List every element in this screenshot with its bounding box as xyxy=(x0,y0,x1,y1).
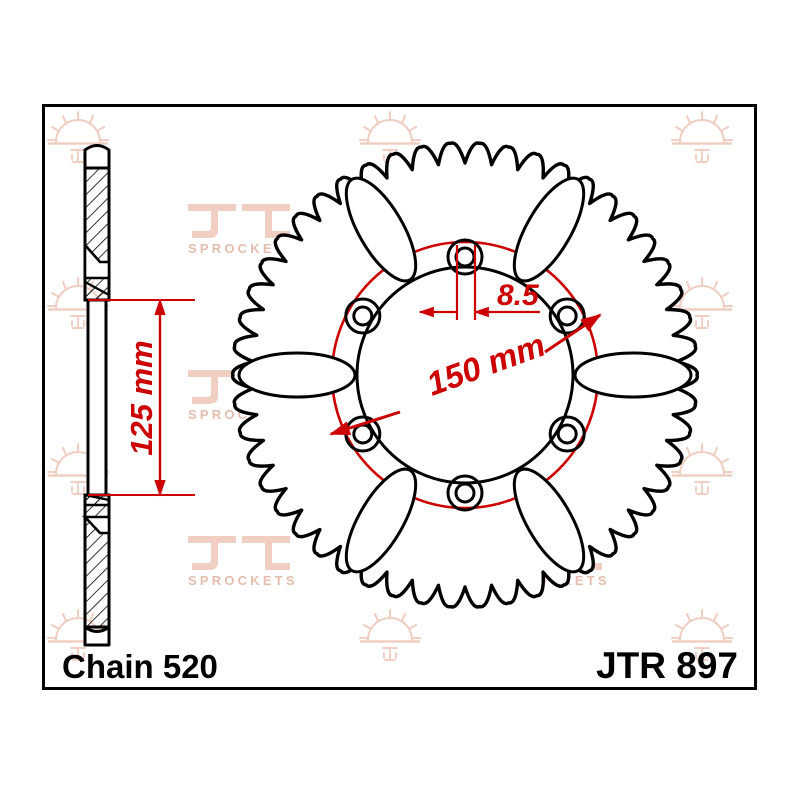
lightening-slot xyxy=(512,176,586,283)
chain-label: Chain 520 xyxy=(62,648,218,685)
lightening-slot xyxy=(344,176,418,283)
bolt-hole-inner xyxy=(352,305,374,327)
dimension-thickness: 125 mm xyxy=(88,298,195,497)
sprocket-plan-view xyxy=(231,141,699,609)
section-bottom-tip xyxy=(83,625,111,647)
section-top-relief xyxy=(83,241,111,280)
bolt-hole-inner xyxy=(454,482,476,504)
section-bottom-hatch xyxy=(83,493,111,629)
bolt-hole-outer xyxy=(344,297,382,335)
section-top-tip xyxy=(83,144,111,170)
bolt-hole-outer xyxy=(446,474,484,512)
dimension-bolt-hole: 8.5 xyxy=(418,245,540,320)
sprocket-teeth-outline xyxy=(231,141,699,609)
bolt-hole-outer xyxy=(548,415,586,453)
dimension-bolt-hole-label: 8.5 xyxy=(497,279,540,312)
lightening-slot-group xyxy=(237,176,693,574)
drawing-frame xyxy=(42,104,757,690)
part-number-label: JTR 897 xyxy=(596,645,738,686)
section-side-view xyxy=(81,144,111,647)
section-bottom-chamfer xyxy=(83,493,111,507)
section-web xyxy=(86,298,108,497)
lightening-slot xyxy=(512,467,586,574)
section-bottom-relief xyxy=(81,515,111,535)
lightening-slot xyxy=(573,351,693,399)
bolt-hole-inner xyxy=(556,423,578,445)
bolt-hole-outer xyxy=(446,238,484,276)
section-top-hatch xyxy=(83,166,111,302)
dimension-thickness-label: 125 mm xyxy=(124,340,159,455)
lightening-slot xyxy=(344,467,418,574)
bolt-hole-inner xyxy=(556,305,578,327)
lightening-slot xyxy=(237,351,357,399)
